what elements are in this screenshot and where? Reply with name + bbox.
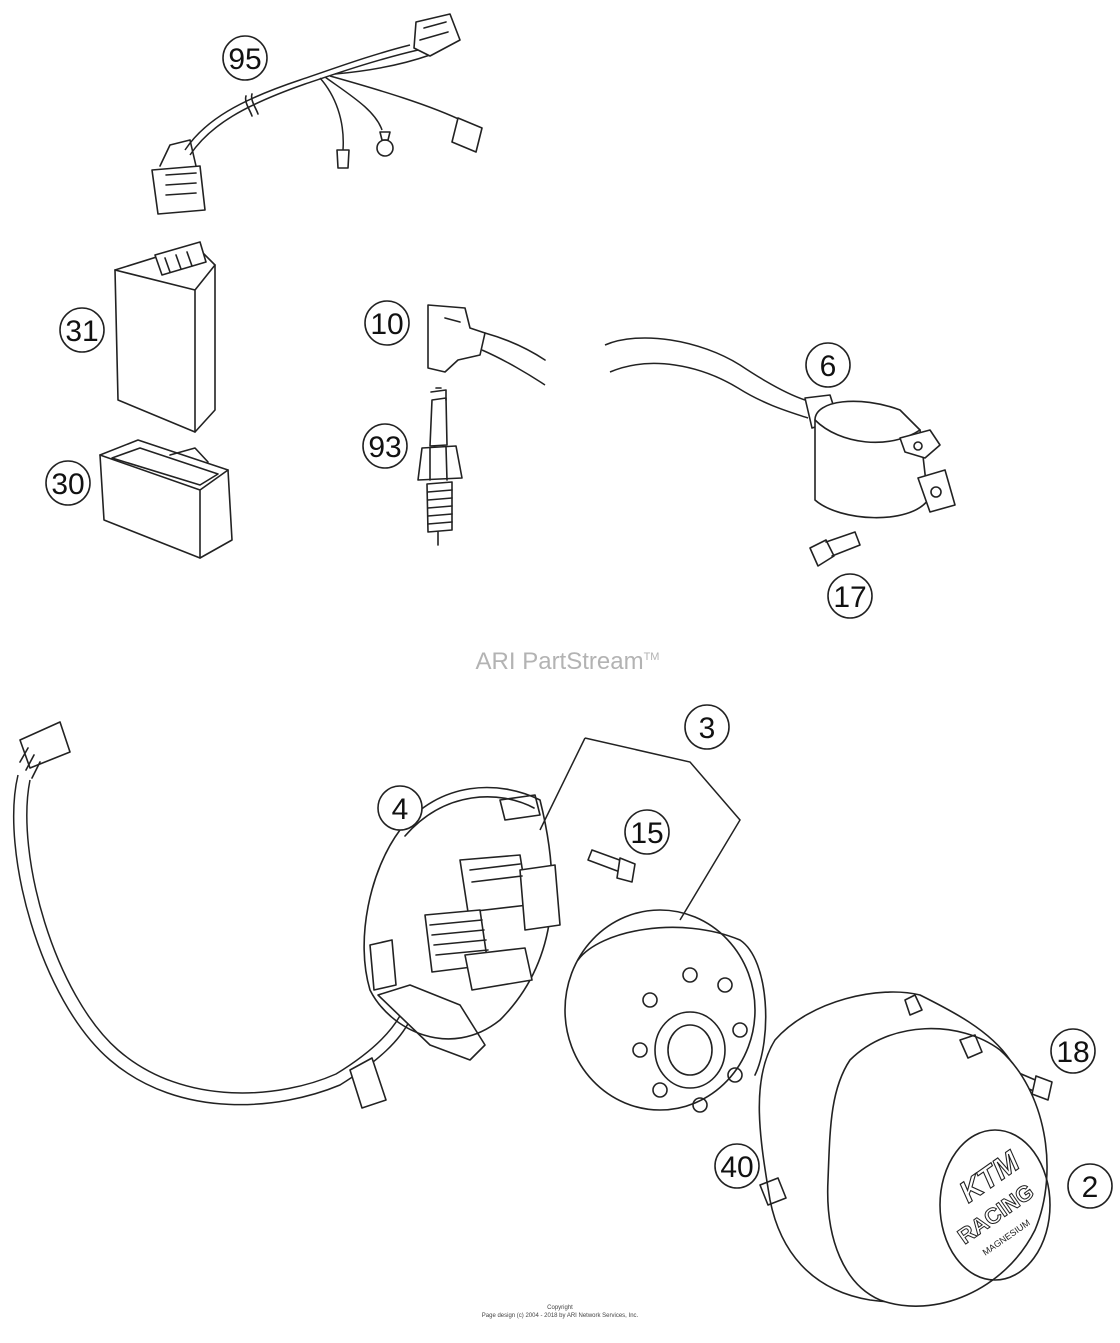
callout-30[interactable]: 30 bbox=[45, 460, 91, 506]
callout-4[interactable]: 4 bbox=[377, 785, 423, 831]
watermark-text: ARI PartStream bbox=[475, 648, 644, 675]
callout-label: 93 bbox=[368, 431, 401, 464]
callout-31[interactable]: 31 bbox=[59, 307, 105, 353]
callout-95[interactable]: 95 bbox=[222, 35, 268, 81]
callout-label: 6 bbox=[820, 350, 837, 383]
screw-15 bbox=[587, 849, 636, 883]
callout-label: 18 bbox=[1056, 1036, 1089, 1069]
callout-label: 30 bbox=[51, 468, 84, 501]
leader-lines bbox=[539, 737, 741, 921]
callout-label: 15 bbox=[630, 817, 663, 850]
callout-label: 4 bbox=[392, 793, 409, 826]
rubber-holder bbox=[99, 439, 233, 559]
callout-18[interactable]: 18 bbox=[1050, 1028, 1096, 1074]
callout-2[interactable]: 2 bbox=[1067, 1163, 1113, 1209]
callout-label: 10 bbox=[370, 308, 403, 341]
callout-label: 3 bbox=[699, 712, 716, 745]
watermark: ARI PartStreamTM bbox=[0, 648, 1120, 676]
callout-6[interactable]: 6 bbox=[805, 342, 851, 388]
wiring-harness bbox=[151, 13, 483, 215]
callout-93[interactable]: 93 bbox=[362, 423, 408, 469]
spark-plug-cap bbox=[427, 304, 546, 386]
copyright-notice: Page design (c) 2004 - 2018 by ARI Netwo… bbox=[481, 1313, 639, 1319]
copyright-heading: Copyright bbox=[547, 1305, 573, 1311]
callout-10[interactable]: 10 bbox=[364, 300, 410, 346]
screw-17 bbox=[809, 531, 861, 567]
spark-plug bbox=[417, 387, 463, 546]
ignition-coil bbox=[604, 337, 956, 519]
callout-label: 31 bbox=[65, 315, 98, 348]
callout-15[interactable]: 15 bbox=[624, 809, 670, 855]
flywheel-rotor bbox=[564, 909, 767, 1113]
stator-plate bbox=[363, 786, 561, 1040]
callout-40[interactable]: 40 bbox=[714, 1143, 760, 1189]
callout-label: 2 bbox=[1082, 1171, 1099, 1204]
callout-17[interactable]: 17 bbox=[827, 573, 873, 619]
ignition-cover: KTM RACING MAGNESIUM bbox=[826, 994, 1051, 1307]
callout-3[interactable]: 3 bbox=[684, 704, 730, 750]
watermark-tm: TM bbox=[643, 651, 660, 663]
callout-label: 40 bbox=[720, 1151, 753, 1184]
callout-label: 17 bbox=[833, 581, 866, 614]
cdi-unit bbox=[114, 241, 216, 433]
stator-cable bbox=[12, 721, 486, 1109]
callout-label: 95 bbox=[228, 43, 261, 76]
